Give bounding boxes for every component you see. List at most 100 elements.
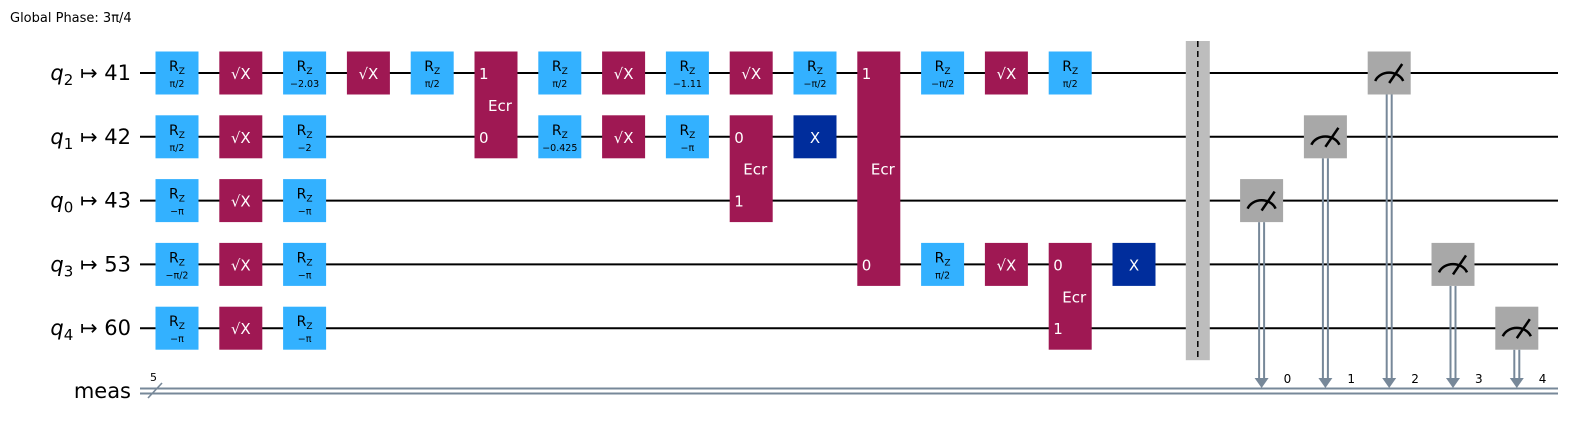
global-phase-label: Global Phase: 3π/4 — [10, 11, 132, 26]
classical-bit-index: 2 — [1411, 372, 1419, 386]
rz-label-main: R — [169, 314, 179, 330]
rz-label-sub: Z — [944, 67, 950, 77]
ecr-gate-label: Ecr — [488, 97, 513, 115]
qubit-name: q — [50, 189, 63, 213]
rz-label-sub: Z — [306, 67, 312, 77]
rz-label-main: R — [297, 187, 307, 203]
rz-gate-label: RZ — [169, 123, 185, 141]
rz-gate-label: RZ — [297, 187, 313, 205]
rz-gate: RZ −π — [283, 179, 327, 223]
sx-gate-label: √X — [231, 65, 251, 83]
rz-label-sub: Z — [562, 67, 568, 77]
rz-gate: RZ−π — [155, 179, 199, 223]
rz-label-sub: Z — [179, 131, 185, 141]
rz-label-sub: Z — [817, 67, 823, 77]
ecr-port-label: 0 — [479, 129, 489, 147]
classical-bit-index: 3 — [1475, 372, 1483, 386]
rz-label-sub: Z — [1072, 67, 1078, 77]
rz-label-main: R — [679, 123, 689, 139]
rz-gate-param: −π — [298, 207, 312, 218]
rz-gate-label: RZ — [169, 314, 185, 332]
classical-register-label: meas — [74, 379, 131, 403]
sx-gate-label: √X — [231, 129, 251, 147]
rz-label-main: R — [169, 187, 179, 203]
rz-gate: RZ−π — [283, 306, 327, 350]
rz-label-main: R — [297, 250, 307, 266]
sx-gate-label: √X — [614, 129, 634, 147]
sx-gate-label: √X — [741, 65, 761, 83]
x-gate: X — [1112, 242, 1156, 286]
rz-gate-box — [283, 51, 327, 95]
physical-qubit: 43 — [104, 189, 131, 213]
rz-gate-param: −π — [681, 143, 695, 154]
rz-label-sub: Z — [179, 322, 185, 332]
rz-gate: RZ−π/2 — [155, 242, 199, 286]
sx-gate-box — [219, 242, 263, 286]
x-gate-box — [1112, 242, 1156, 286]
rz-gate-box — [1048, 51, 1092, 95]
sx-gate-label: √X — [614, 65, 634, 83]
sx-gate: √X — [602, 51, 646, 95]
rz-gate: RZπ/2 — [155, 51, 199, 95]
qubit-label: q3 ↦ 53 — [50, 252, 131, 280]
rz-gate-box — [538, 115, 582, 159]
rz-gate-label: RZ — [169, 59, 185, 77]
sx-gate-box — [219, 51, 263, 95]
rz-gate-box — [155, 51, 199, 95]
measure-gate: 4 — [1495, 306, 1546, 388]
qubit-index: 0 — [64, 199, 74, 217]
sx-gate-box — [346, 51, 390, 95]
meter-arc-icon — [1246, 199, 1277, 210]
rz-gate-label: RZ — [552, 59, 568, 77]
rz-label-main: R — [297, 59, 307, 75]
rz-gate-box — [155, 179, 199, 223]
rz-label-sub: Z — [944, 258, 950, 268]
measure-gate: 1 — [1303, 115, 1355, 388]
rz-gate-label: RZ — [807, 59, 823, 77]
meter-arc-icon — [1501, 326, 1532, 337]
rz-gate: RZ−π — [665, 115, 709, 159]
rz-gate-box — [665, 51, 709, 95]
qubit-label: q2 ↦ 41 — [50, 61, 131, 89]
rz-label-sub: Z — [179, 258, 185, 268]
rz-gate-param: −π — [298, 334, 312, 345]
meter-arc-icon — [1374, 71, 1405, 82]
rz-gate-box — [283, 179, 327, 223]
meter-needle-icon — [1388, 63, 1404, 84]
x-gate: X — [793, 115, 837, 159]
ecr-port-label: 1 — [734, 193, 744, 211]
qubit-index: 2 — [64, 71, 74, 89]
classical-register-width: 5 — [150, 371, 157, 384]
maps-to-arrow: ↦ — [73, 316, 104, 340]
rz-gate-param: −π — [170, 334, 184, 345]
rz-gate-label: RZ — [935, 250, 951, 268]
meter-needle-icon — [1515, 318, 1531, 339]
rz-label-sub: Z — [562, 131, 568, 141]
qubit-label: q0 ↦ 43 — [50, 189, 131, 217]
ecr-port-label: 0 — [862, 256, 872, 274]
rz-gate-box — [283, 306, 327, 350]
rz-gate-param: π/2 — [170, 143, 185, 154]
rz-label-main: R — [297, 123, 307, 139]
rz-gate-label: RZ — [679, 59, 695, 77]
rz-gate-box — [283, 242, 327, 286]
ecr-gate-box — [1048, 242, 1092, 350]
sx-gate: √X — [984, 242, 1028, 286]
meter-needle-icon — [1324, 127, 1340, 148]
sx-gate-box — [729, 51, 773, 95]
barrier — [1185, 41, 1210, 361]
rz-gate: RZ−1.11 — [665, 51, 709, 95]
rz-label-main: R — [169, 250, 179, 266]
rz-gate: RZ π/2 — [155, 115, 199, 159]
rz-gate-param: −2.03 — [290, 79, 319, 90]
qubit-index: 4 — [64, 326, 74, 344]
rz-gate-param: π/2 — [552, 79, 567, 90]
meter-arc-icon — [1310, 135, 1341, 146]
rz-gate: RZ −π — [155, 306, 199, 350]
rz-gate-label: RZ — [169, 250, 185, 268]
rz-label-main: R — [424, 59, 434, 75]
sx-gate: √X — [219, 51, 263, 95]
rz-label-sub: Z — [689, 67, 695, 77]
